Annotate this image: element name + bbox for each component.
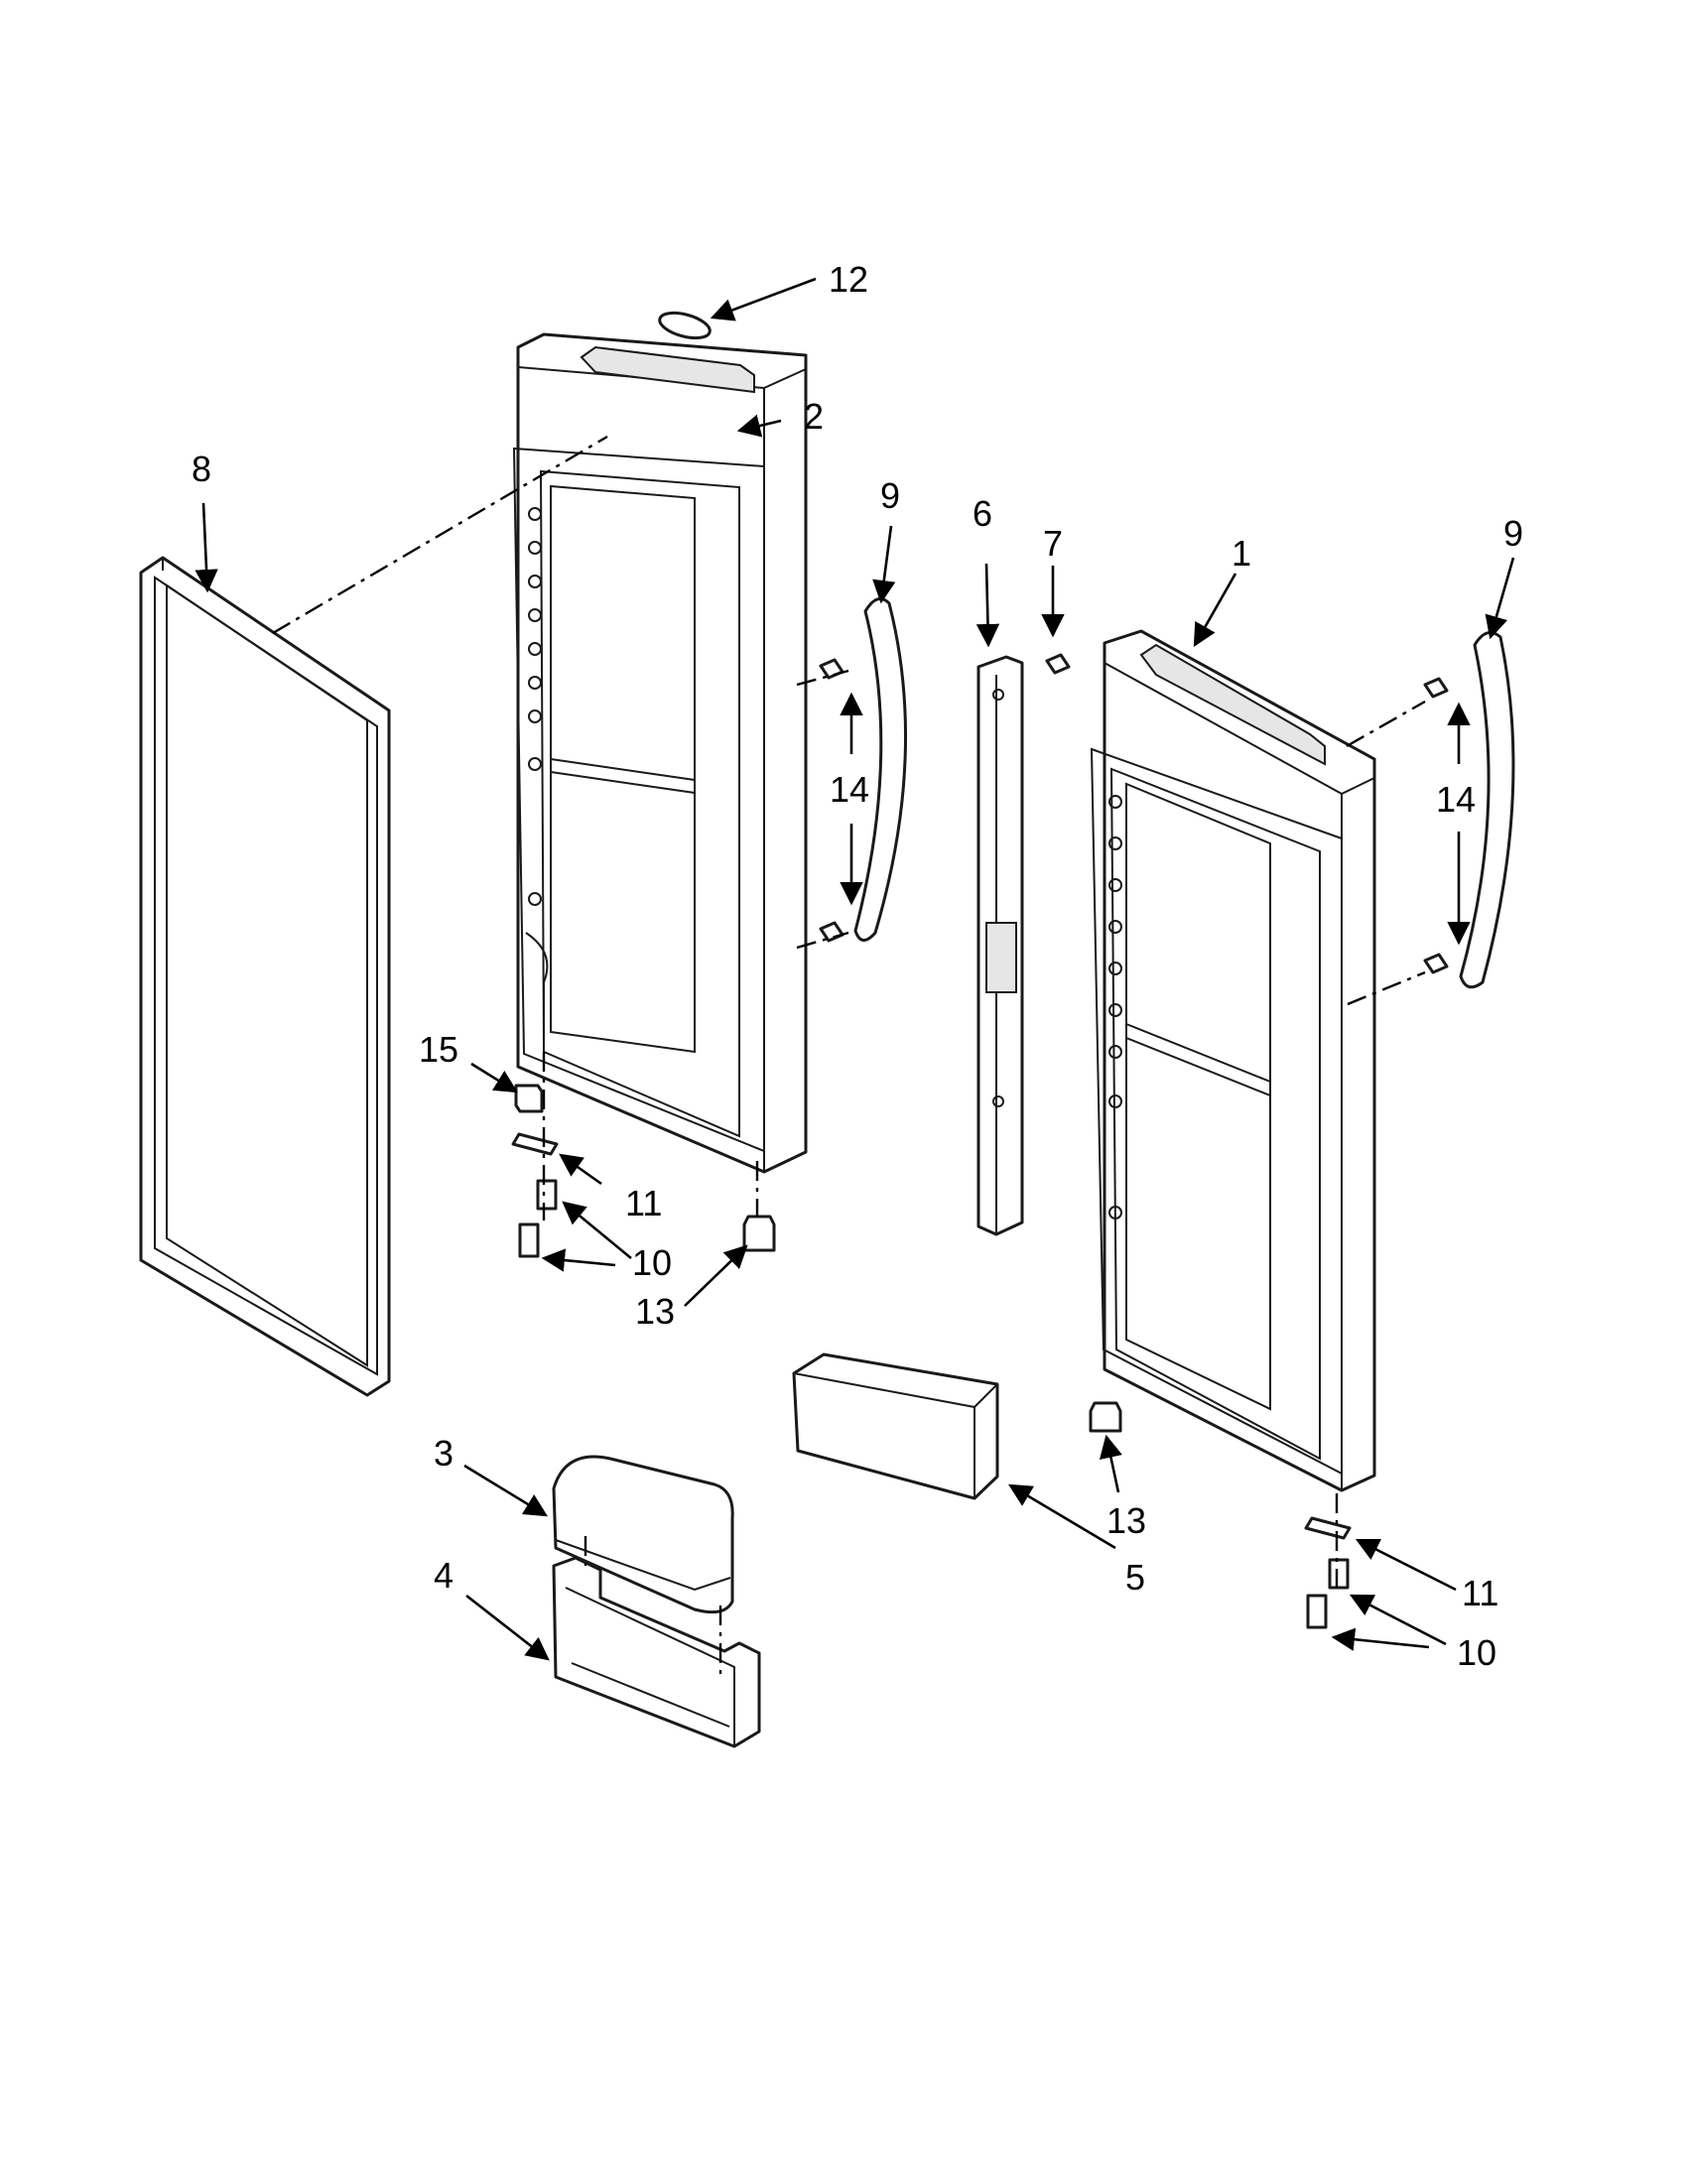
callout-4: 4 [434,1555,454,1596]
door-bin [792,1352,999,1500]
callout-10-right: 10 [1457,1632,1496,1673]
center-lines [272,435,1426,1677]
callout-12: 12 [829,259,868,300]
callout-7: 7 [1043,523,1063,564]
callout-11-left: 11 [625,1183,662,1223]
right-hinge-hardware [1304,1516,1352,1629]
callout-10-left: 10 [632,1242,672,1283]
callout-9-right: 9 [1503,513,1523,554]
callout-8: 8 [192,449,211,489]
door-gasket [139,556,391,1397]
left-hinge-hardware [511,1084,559,1258]
leader-lines [195,277,1515,1661]
callout-6: 6 [973,493,992,534]
center-mullion [976,655,1024,1236]
callout-13-left: 13 [635,1291,675,1332]
callout-5: 5 [1125,1557,1145,1598]
dairy-door [552,1455,734,1614]
right-door [1090,629,1376,1492]
callout-9-left: 9 [880,475,900,516]
callout-15: 15 [419,1029,458,1070]
callout-13-right: 13 [1106,1500,1146,1541]
bushings [742,1215,1122,1433]
callout-2: 2 [804,396,824,437]
dairy-bin [552,1556,761,1748]
callout-11-right: 11 [1462,1573,1498,1613]
callout-1: 1 [1232,533,1251,574]
door-cap [658,311,712,340]
left-door [512,332,808,1174]
callout-14-right: 14 [1436,779,1476,820]
callout-14-left: 14 [830,769,869,810]
callout-3: 3 [434,1433,454,1474]
callout-labels: 12 2 8 9 6 7 1 9 14 14 15 11 10 13 3 13 … [192,259,1523,1673]
